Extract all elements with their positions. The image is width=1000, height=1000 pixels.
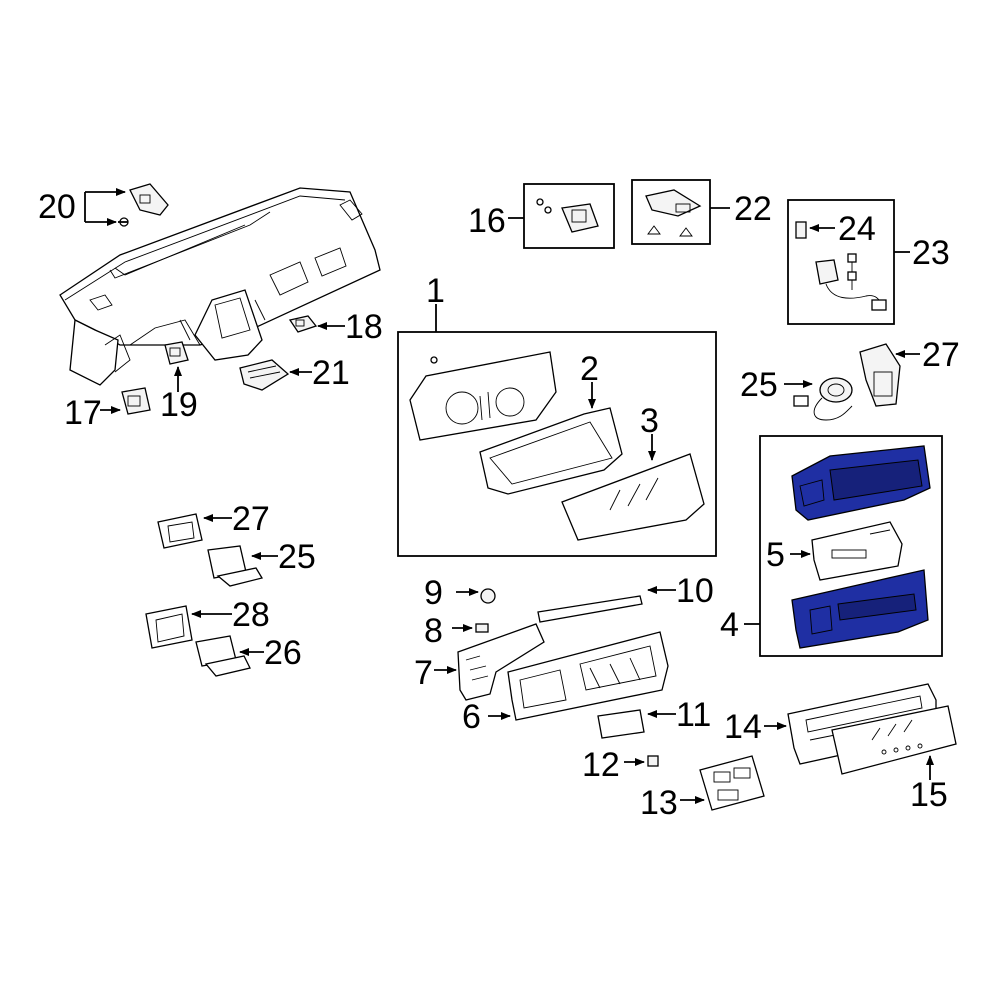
part-24-bulb [795,221,807,239]
callout-21: 21 [312,354,350,392]
part-17-switch [121,387,151,415]
part-27-bezel-left [157,513,203,549]
part-5-trim-panel [811,521,903,581]
part-4-upper-housing [791,445,931,521]
callout-1: 1 [426,272,445,310]
callout-24: 24 [838,210,876,248]
part-4-lower-housing [791,569,929,649]
part-16-switch [536,198,599,233]
part-27-bezel [859,343,901,407]
part-25-ashtray [207,545,264,587]
callout-28: 28 [232,596,270,634]
callout-17: 17 [64,394,102,432]
callout-25-left: 25 [278,538,316,576]
callout-6: 6 [462,698,481,736]
callout-23: 23 [912,234,950,272]
callout-22: 22 [734,190,772,228]
callout-11: 11 [676,696,711,734]
part-8-socket [475,623,489,633]
callout-27-right: 27 [922,336,960,374]
part-26-ashtray [195,635,251,677]
callout-25-right: 25 [740,366,778,404]
callout-15: 15 [910,776,948,814]
part-1-cluster-face [409,351,557,441]
part-1-box [397,331,717,557]
part-15-lens [831,705,957,775]
part-28-bezel [145,605,193,649]
part-11-module [597,709,645,739]
callout-13: 13 [640,784,678,822]
part-21-vent [239,359,290,391]
part-2-lens-frame [479,407,623,495]
part-22-box [631,179,711,245]
part-7-circuit [457,623,545,701]
part-4-box [759,435,943,657]
part-9-bulb [480,588,496,604]
callout-18: 18 [345,308,383,346]
part-22-switch [645,189,702,237]
part-20-switch [118,183,169,227]
part-19-switch [164,341,189,365]
callout-12: 12 [582,746,620,784]
callout-26: 26 [264,634,302,672]
instrument-panel [59,187,381,386]
callout-4: 4 [720,606,739,644]
callout-14: 14 [724,708,762,746]
callout-20: 20 [38,188,76,226]
part-23-harness [815,253,887,311]
callout-2: 2 [580,350,599,388]
callout-3: 3 [640,402,659,440]
part-6-case [507,631,669,721]
callout-9: 9 [424,574,443,612]
callout-10: 10 [676,572,714,610]
part-12-clip [647,755,659,767]
callout-16: 16 [468,202,506,240]
part-23-box [787,199,895,325]
part-3-glass [561,453,705,541]
callout-5: 5 [766,536,785,574]
part-16-box [523,183,615,249]
callout-19: 19 [160,386,198,424]
callout-8: 8 [424,612,443,650]
part-13-board [699,755,765,811]
part-10-strip [537,595,643,623]
callout-7: 7 [414,654,433,692]
part-25-socket [793,377,853,421]
part-18-switch [288,315,318,333]
callout-27-left: 27 [232,500,270,538]
